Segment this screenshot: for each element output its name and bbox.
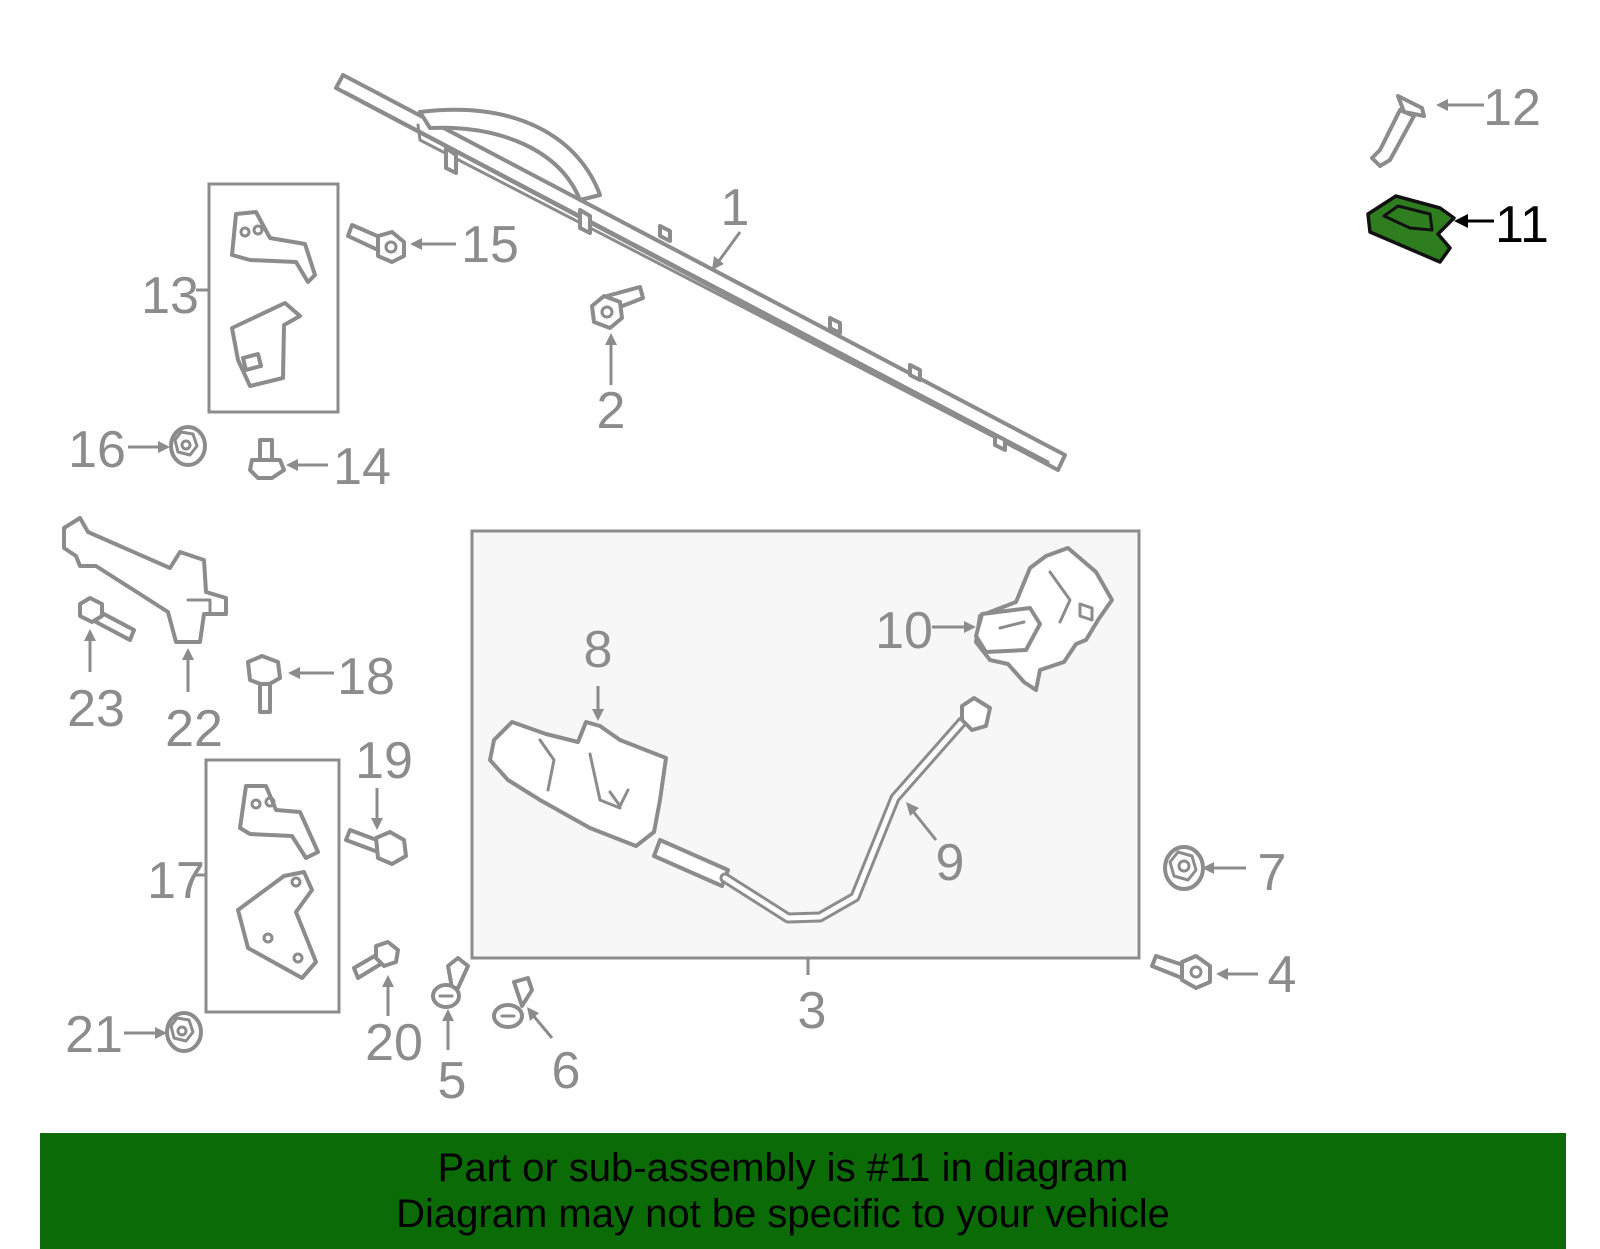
- part-14-stud[interactable]: [248, 438, 286, 480]
- callout-11: 11: [1495, 196, 1549, 254]
- callout-20: 20: [365, 1014, 423, 1072]
- leader-6: [530, 1013, 554, 1039]
- arrowhead-5: [442, 1009, 454, 1021]
- arrowhead-10: [964, 621, 976, 633]
- arrowhead-4: [1216, 968, 1228, 980]
- callout-4: 4: [1268, 946, 1297, 1004]
- callout-5: 5: [438, 1052, 467, 1110]
- part-21-nut[interactable]: [165, 1011, 203, 1053]
- part-22-check-strap[interactable]: [62, 516, 228, 644]
- arrowhead-6: [527, 1007, 539, 1021]
- part-17-hinge[interactable]: [236, 784, 320, 980]
- callout-2: 2: [597, 382, 626, 440]
- banner-line-1: Part or sub-assembly is #11 in diagram: [437, 1146, 1129, 1190]
- arrowhead-20: [382, 975, 394, 987]
- leader-1: [714, 231, 742, 266]
- part-1-rail[interactable]: [334, 73, 1067, 472]
- arrowhead-12: [1436, 99, 1448, 111]
- arrowhead-7: [1202, 862, 1214, 874]
- arrowhead-1: [712, 256, 724, 270]
- callout-9: 9: [936, 834, 965, 892]
- arrowhead-9: [906, 802, 919, 816]
- part-23-bolt[interactable]: [78, 596, 136, 642]
- part-4-bolt[interactable]: [1150, 954, 1212, 990]
- group-17-box: [204, 758, 341, 1014]
- callout-23: 23: [67, 680, 125, 738]
- arrowhead-19: [371, 818, 383, 830]
- part-5-screw[interactable]: [431, 956, 470, 1009]
- callout-7: 7: [1258, 844, 1287, 902]
- part-13-hinge[interactable]: [230, 210, 317, 388]
- part-2-bolt[interactable]: [590, 285, 645, 330]
- arrowhead-22: [182, 648, 194, 660]
- callout-15: 15: [461, 216, 519, 274]
- part-10-latch[interactable]: [974, 546, 1114, 692]
- part-18-bolt[interactable]: [246, 654, 282, 714]
- arrowhead-11: [1454, 214, 1468, 228]
- callout-3: 3: [798, 982, 827, 1040]
- group-13-box: [207, 182, 340, 414]
- arrowhead-23: [84, 629, 96, 641]
- arrowhead-18: [288, 667, 300, 679]
- info-banner: Part or sub-assembly is #11 in diagram D…: [40, 1133, 1566, 1249]
- part-12-pin[interactable]: [1370, 94, 1426, 168]
- callout-13: 13: [141, 267, 199, 325]
- callout-17: 17: [147, 852, 205, 910]
- part-15-bolt[interactable]: [346, 223, 406, 264]
- callout-6: 6: [552, 1042, 581, 1100]
- callout-12: 12: [1483, 79, 1541, 137]
- part-7-nut[interactable]: [1163, 845, 1205, 891]
- part-8-handle[interactable]: [488, 720, 668, 848]
- part-9-cable[interactable]: [652, 696, 992, 924]
- arrowhead-8: [592, 709, 604, 721]
- arrowhead-15: [410, 238, 422, 250]
- part-6-screw[interactable]: [492, 976, 534, 1029]
- callout-8: 8: [584, 621, 613, 679]
- part-16-nut[interactable]: [169, 425, 207, 467]
- callout-22: 22: [165, 700, 223, 758]
- part-19-bolt[interactable]: [344, 828, 408, 866]
- callout-18: 18: [337, 648, 395, 706]
- callout-19: 19: [355, 732, 413, 790]
- callout-16: 16: [68, 421, 126, 479]
- callout-1: 1: [721, 179, 750, 237]
- callout-14: 14: [333, 438, 391, 496]
- part-20-bolt[interactable]: [352, 940, 400, 980]
- arrowhead-21: [155, 1027, 167, 1039]
- callout-10: 10: [875, 602, 933, 660]
- arrowhead-14: [286, 459, 298, 471]
- leader-9: [910, 809, 938, 841]
- arrowhead-16: [158, 441, 170, 453]
- callout-21: 21: [65, 1006, 123, 1064]
- part-11-clip-highlighted[interactable]: [1366, 194, 1456, 264]
- banner-line-2: Diagram may not be specific to your vehi…: [396, 1192, 1170, 1236]
- arrowhead-2: [605, 333, 617, 345]
